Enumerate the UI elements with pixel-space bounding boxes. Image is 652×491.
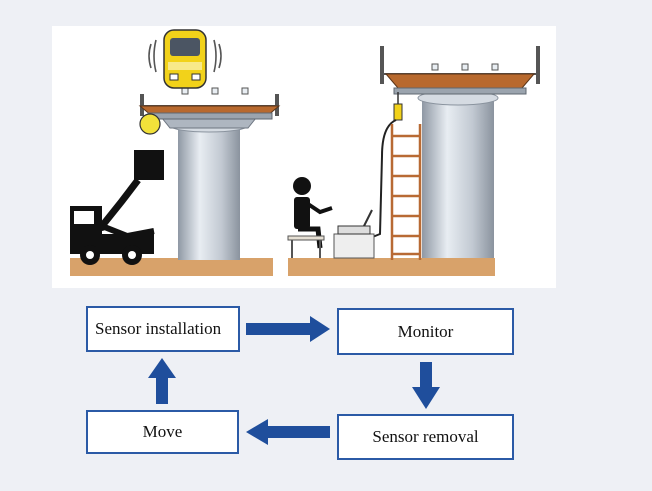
sensor-icon <box>139 113 161 135</box>
step-label: Sensor removal <box>372 427 479 446</box>
right-pier <box>288 46 540 276</box>
left-ground <box>70 258 273 276</box>
ladder-icon <box>390 124 422 260</box>
step-label: Monitor <box>397 321 454 341</box>
step-monitor: Monitor <box>337 308 514 355</box>
step-move: Move <box>86 410 239 454</box>
right-ground <box>288 258 495 276</box>
pier-scene <box>70 29 540 276</box>
step-label: Move <box>142 422 183 441</box>
worker-icon <box>287 177 333 258</box>
sensor-cable <box>369 119 397 239</box>
left-column <box>178 126 240 260</box>
arrow-up-icon <box>148 358 176 404</box>
train-icon <box>148 29 222 89</box>
right-column <box>422 98 494 258</box>
left-pier <box>70 87 281 276</box>
step-sensor-installation: Sensor installation <box>86 306 240 352</box>
step-label: Sensor installation <box>95 319 222 338</box>
step-sensor-removal: Sensor removal <box>337 414 514 460</box>
laptop-icon <box>333 209 375 259</box>
arrow-down-icon <box>412 362 440 409</box>
pier-illustration <box>52 26 556 288</box>
arrow-right-icon <box>246 316 330 342</box>
arrow-left-icon <box>246 419 330 445</box>
bucket-truck-icon <box>70 150 164 265</box>
